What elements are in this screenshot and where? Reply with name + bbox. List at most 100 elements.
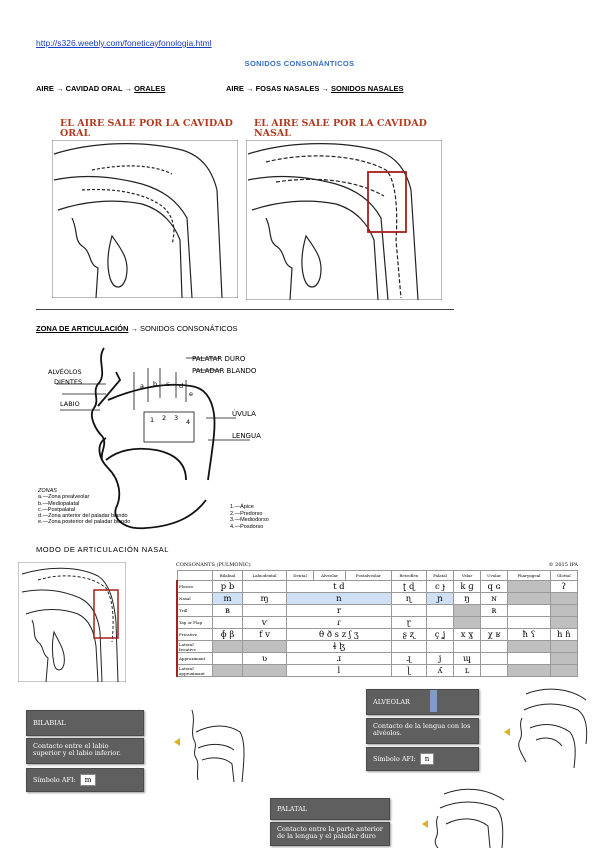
ipa-cell: ç ʝ	[425, 628, 455, 641]
bilabial-head-illustration	[174, 709, 245, 782]
ipa-col-header: Retroflex	[390, 570, 427, 581]
source-link[interactable]: http://s326.weebly.com/foneticayfonologi…	[36, 38, 212, 48]
ipa-cell	[549, 652, 579, 665]
ipa-cell	[479, 616, 509, 629]
lengua-legend: 1.—Ápice 2.—Predorso 3.—Mediodorso 4.—Po…	[230, 504, 269, 530]
ipa-cell-nasal-palatal: ɲ	[425, 592, 455, 605]
tongue-number-2: 2	[162, 414, 166, 422]
section-divider	[36, 309, 454, 310]
ipa-cell: θ ð s z ʃ ʒ	[286, 628, 392, 641]
ipa-cell	[507, 592, 551, 605]
oral-flow-line: AIRE → CAVIDAD ORAL → ORALES	[36, 84, 165, 93]
alveolar-desc-card: Contacto de la lengua con los alvéolos.	[366, 718, 479, 744]
tongue-number-1: 1	[150, 416, 154, 424]
alveolar-desc: Contacto de la lengua con los alvéolos.	[373, 722, 471, 737]
ipa-cell: χ ʁ	[479, 628, 509, 641]
ipa-cell: ʀ	[479, 604, 509, 617]
ipa-cell: x ɣ	[453, 628, 481, 641]
ipa-col-header: Palatal	[425, 570, 455, 581]
zone-letter-e: e	[189, 390, 193, 398]
ipa-cell: q ɢ	[479, 580, 509, 593]
lengua-legend-item: 2.—Predorso	[230, 510, 263, 517]
ipa-cell: ɻ	[390, 652, 427, 665]
ipa-cell: ʂ ʐ	[390, 628, 427, 641]
ipa-cell: j	[425, 652, 455, 665]
ipa-col-header: Alveolar	[312, 570, 347, 581]
ipa-col-header: Uvular	[479, 570, 509, 581]
alveolar-symbol-card: Símbolo AFI:n	[366, 747, 479, 771]
ipa-cell	[212, 664, 243, 677]
label-labio: LABIO	[60, 400, 80, 408]
ipa-chart: CONSONANTS (PULMONIC) © 2015 IPA Bilabia…	[176, 562, 579, 677]
nasal-figure-heading: EL AIRE SALE POR LA CAVIDAD NASAL	[254, 118, 427, 139]
ipa-col-header: Postalveolar	[345, 570, 392, 581]
ipa-table: Bilabial Labiodental Dental Alveolar Pos…	[176, 570, 579, 677]
bilabial-symbol-card: Símbolo AFI:m	[26, 768, 144, 792]
ipa-cell: ɱ	[241, 592, 288, 605]
ipa-cell: ɴ	[479, 592, 509, 605]
palatal-title: PALATAL	[277, 805, 308, 813]
ipa-col-header: Labiodental	[241, 570, 288, 581]
ipa-row-label: Trill	[176, 604, 213, 617]
ipa-col-header: Dental	[286, 570, 314, 581]
lengua-legend-item: 3.—Mediodorso	[230, 517, 269, 523]
ipa-row-label: Nasal	[176, 592, 213, 605]
ipa-cell: ʙ	[212, 604, 243, 617]
zonas-legend-item: a.—Zona prealveolar	[38, 494, 90, 501]
zone-letter-c: c	[166, 380, 170, 388]
zona-rest: → SONIDOS CONSONÁTICOS	[128, 324, 238, 333]
ipa-cell: ɸ β	[212, 628, 243, 641]
ipa-cell: ɽ	[390, 616, 427, 629]
speaker-icon[interactable]	[174, 738, 180, 746]
nasal-flow-prefix: AIRE → FOSAS NASALES →	[226, 84, 332, 93]
ipa-cell	[479, 664, 509, 677]
ipa-col-header: Bilabial	[212, 570, 243, 581]
ipa-cell	[453, 616, 481, 629]
ipa-cell: t d	[286, 580, 392, 593]
bilabial-symbol: m	[79, 774, 97, 786]
zone-letter-d: d	[179, 382, 183, 390]
ipa-cell	[507, 652, 551, 665]
speaker-icon[interactable]	[504, 728, 510, 736]
ipa-cell	[507, 616, 551, 629]
ipa-cell	[241, 604, 288, 617]
tongue-number-3: 3	[174, 414, 178, 422]
nasal-flow-term: SONIDOS NASALES	[331, 84, 404, 93]
ipa-cell: k ɡ	[453, 580, 481, 593]
ipa-cell: ħ ʕ	[507, 628, 551, 641]
zona-term: ZONA DE ARTICULACIÓN	[36, 324, 129, 333]
nasal-cavity-figure	[246, 140, 442, 300]
ipa-cell: ʈ ɖ	[390, 580, 427, 593]
zonas-legend-item: e.—Zona posterior del paladar blando	[38, 519, 131, 526]
ipa-cell	[425, 616, 455, 629]
bilabial-title: BILABIAL	[33, 719, 66, 727]
ipa-cell: ɳ	[390, 592, 427, 605]
lengua-legend-item: 1.—Ápice	[230, 504, 254, 510]
oral-flow-prefix: AIRE → CAVIDAD ORAL →	[36, 84, 135, 93]
oral-cavity-figure	[52, 140, 238, 298]
ipa-cell: h ɦ	[549, 628, 579, 641]
ipa-header-row: Bilabial Labiodental Dental Alveolar Pos…	[176, 570, 579, 581]
modo-heading: MODO DE ARTICULACIÓN NASAL	[36, 545, 169, 554]
palatal-desc-card: Contacto entre la parte anterior de la l…	[270, 822, 390, 846]
ipa-cell	[241, 640, 288, 653]
palatal-title-card: PALATAL	[270, 798, 390, 820]
ipa-cell	[507, 640, 551, 653]
ipa-cell	[507, 604, 551, 617]
ipa-cell: ʋ	[241, 652, 288, 665]
articulation-zones-diagram: PALATAR DURO PALADAR BLANDO ALVÉOLOS DIE…	[48, 347, 261, 530]
ipa-cell-nasal-alveolar: n	[286, 592, 392, 605]
ipa-row-label: Plosive	[176, 580, 213, 593]
speaker-icon[interactable]	[422, 820, 428, 828]
ipa-col-header: Velar	[453, 570, 481, 581]
palatal-desc: Contacto entre la parte anterior de la l…	[277, 825, 383, 840]
ipa-chart-title: CONSONANTS (PULMONIC)	[176, 562, 251, 568]
ipa-chart-copyright: © 2015 IPA	[548, 562, 578, 568]
page-title: SONIDOS CONSONÁNTICOS	[244, 59, 355, 68]
ipa-row-label: Fricative	[176, 628, 213, 641]
ipa-row-label: Lateral approximant	[176, 664, 213, 677]
ipa-row-nasal: Nasal m ɱ n ɳ ɲ ŋ ɴ	[176, 592, 579, 605]
bilabial-desc-card: Contacto entre el labio superior y el la…	[26, 738, 144, 764]
zone-letter-b: b	[153, 380, 157, 388]
ipa-row-fricative: Fricative ɸ β f v θ ð s z ʃ ʒ ʂ ʐ ç ʝ x …	[176, 628, 579, 641]
